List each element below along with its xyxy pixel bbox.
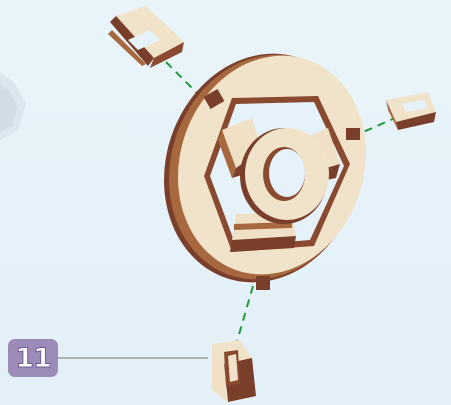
guide-line-bottom <box>236 286 253 345</box>
clip-top-left <box>108 6 184 68</box>
step-number: 11 <box>15 345 51 372</box>
background-fragment <box>0 72 26 140</box>
clip-right <box>386 92 436 130</box>
step-badge: 11 <box>8 339 58 377</box>
clip-bottom <box>212 340 256 402</box>
